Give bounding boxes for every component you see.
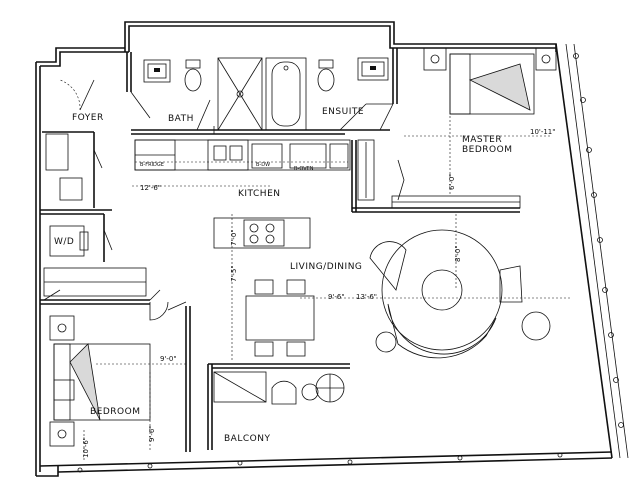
balcony-label: BALCONY [224, 434, 270, 444]
bedroom-depth-dim: 9'-6" [148, 425, 156, 442]
master-bed [423, 47, 557, 115]
living-left-dim: 9'-6" [328, 293, 345, 301]
master-depth-dim: 6'-0" [448, 173, 456, 190]
fridge-label: B-FRIDGE [140, 162, 164, 168]
washer-dryer-label: W/D [54, 237, 74, 247]
window-mullions [573, 53, 624, 428]
living-dining-label: LIVING/DINING [290, 262, 362, 272]
second-bed [49, 315, 151, 447]
master-bedroom-label-line1: MASTER [462, 135, 502, 145]
kitchen-width-dim: 12'-6" [140, 184, 161, 192]
kitchen-island [213, 217, 311, 249]
master-width-dim: 10'-11" [530, 128, 555, 136]
balcony-mullions [77, 452, 563, 473]
interior-walls [40, 48, 521, 452]
oven-label: B-OVEN [294, 166, 314, 172]
sofa-group [369, 229, 551, 359]
dining-table [245, 279, 315, 357]
bath-fixtures [143, 57, 389, 134]
living-right-dim: 13'-6" [356, 293, 377, 301]
dishwasher-label: B-DW [256, 162, 270, 168]
exterior-walls [35, 21, 629, 477]
island-dim: 7'-0" [230, 229, 238, 246]
bedroom-width-dim: 9'-0" [160, 355, 177, 363]
bedroom-label: BEDROOM [90, 407, 140, 417]
ensuite-label: ENSUITE [322, 107, 364, 117]
living-top-dim: 8'-0" [454, 245, 462, 262]
bath-label: BATH [168, 114, 194, 124]
master-bedroom-label-line2: BEDROOM [462, 145, 512, 155]
dimension-lines [83, 116, 572, 462]
bedroom-side-dim: 10'-6" [82, 437, 90, 458]
kitchen-counter [134, 139, 351, 171]
doors [43, 79, 405, 301]
balcony-furniture [213, 371, 345, 405]
kitchen-label: KITCHEN [238, 189, 281, 199]
living-depth-dim: 7'-5" [230, 265, 238, 282]
foyer-label: FOYER [72, 113, 104, 123]
